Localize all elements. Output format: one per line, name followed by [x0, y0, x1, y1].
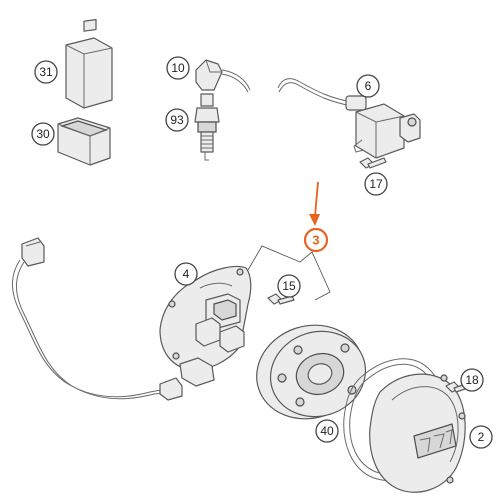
part-4-stator	[159, 265, 252, 387]
svg-text:93: 93	[170, 113, 184, 127]
svg-text:10: 10	[171, 61, 185, 75]
callout-18: 18	[460, 368, 484, 392]
wiring-harness	[12, 237, 183, 401]
callout-10: 10	[166, 56, 190, 80]
assembly-bracket-right	[299, 251, 331, 301]
callout-15: 15	[277, 274, 301, 298]
callout-6: 6	[356, 74, 380, 98]
part-2-ignition-cover	[369, 373, 466, 493]
highlight-arrow	[309, 181, 320, 226]
part-10-spark-plug-cap	[195, 59, 251, 93]
svg-text:4: 4	[183, 267, 190, 281]
callout-31: 31	[34, 60, 58, 84]
svg-text:30: 30	[36, 127, 50, 141]
ignition-cable	[277, 78, 353, 103]
part-30-rubber-sleeve	[57, 117, 111, 166]
part-6-ignition-coil	[345, 95, 421, 159]
svg-text:40: 40	[320, 424, 334, 438]
assembly-bracket-left	[247, 245, 301, 271]
callout-17: 17	[364, 172, 388, 196]
svg-text:3: 3	[312, 233, 319, 248]
svg-text:18: 18	[465, 373, 479, 387]
svg-text:15: 15	[282, 279, 296, 293]
part-17-screw	[359, 157, 387, 169]
svg-text:2: 2	[478, 430, 485, 444]
svg-text:31: 31	[39, 65, 53, 79]
callout-93: 93	[165, 108, 189, 132]
callout-30: 30	[31, 122, 55, 146]
part-15-screw	[267, 293, 295, 305]
svg-text:17: 17	[369, 177, 383, 191]
callout-2: 2	[469, 425, 493, 449]
svg-text:6: 6	[365, 79, 372, 93]
part-93-spark-plug	[194, 93, 220, 161]
callout-40: 40	[315, 419, 339, 443]
flywheel-rotor	[256, 324, 367, 420]
callout-3-highlighted: 3	[303, 227, 329, 253]
ignition-cable-edge	[278, 82, 353, 107]
callout-4: 4	[174, 262, 198, 286]
part-31-cdi-unit	[65, 18, 113, 109]
